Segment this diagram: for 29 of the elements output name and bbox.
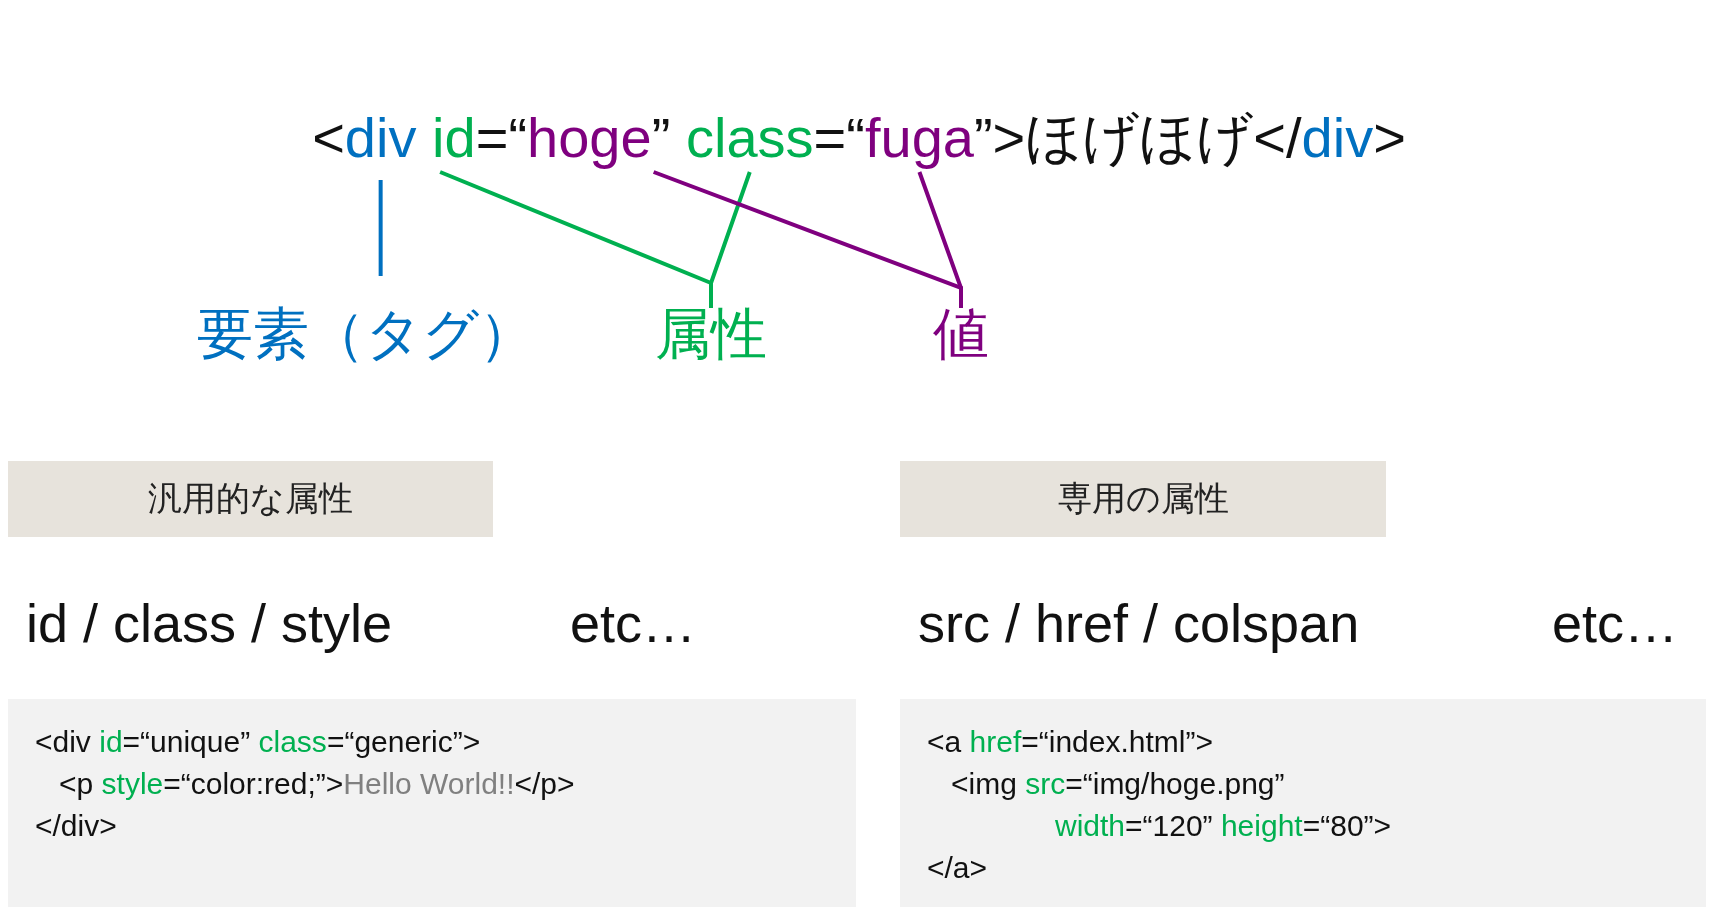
code-token: ”>ほげほげ</ (973, 110, 1302, 166)
code-token: =“ (813, 110, 865, 166)
header-text: 汎用的な属性 (148, 478, 353, 519)
header-text: 専用の属性 (1057, 478, 1229, 519)
leader-line (709, 171, 752, 308)
leader-line (378, 180, 383, 276)
attribute-list: etc… (570, 596, 697, 650)
code-token: div (344, 110, 417, 166)
code-line: <img src=“img/hoge.png” (951, 766, 1285, 802)
annotation-label: 属性 (655, 306, 767, 362)
code-token: ” (651, 110, 671, 166)
code-token: id (432, 110, 476, 166)
annotation-label: 値 (933, 306, 989, 362)
code-line: </div> (35, 808, 117, 844)
code-line: </a> (927, 850, 988, 886)
attribute-list: etc… (1552, 596, 1679, 650)
code-line: <a href=“index.html”> (927, 724, 1213, 760)
category-header (900, 461, 1386, 537)
code-token: > (1373, 110, 1406, 166)
code-token: =“ (475, 110, 528, 166)
leader-line (917, 171, 963, 308)
code-token: div (1301, 110, 1374, 166)
annotation-label: 要素（タグ） (197, 306, 535, 362)
code-line: <p style=“color:red;”>Hello World!!</p> (59, 766, 575, 802)
code-line: width=“120” height=“80”> (1055, 808, 1392, 844)
code-token: < (312, 110, 345, 166)
code-token: class (685, 110, 814, 166)
code-line: <div id=“unique” class=“generic”> (35, 724, 481, 760)
category-header (8, 461, 493, 537)
